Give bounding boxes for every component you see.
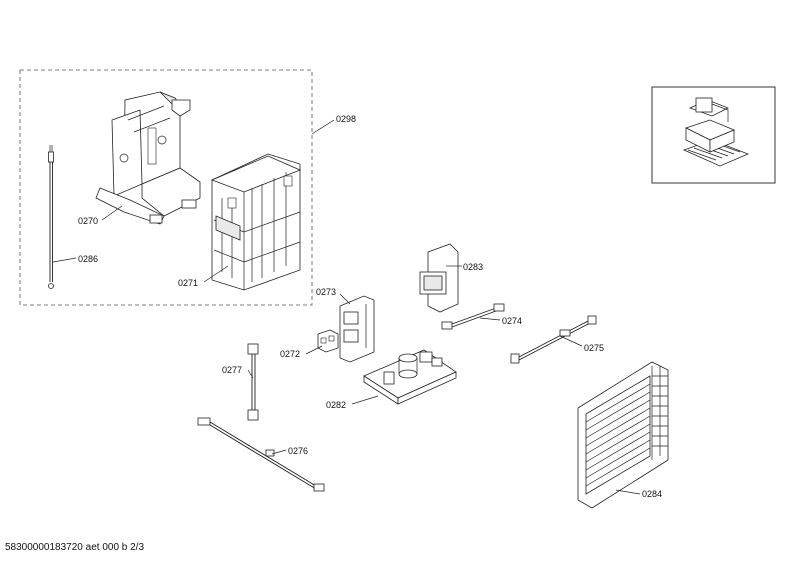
part-0271-frame bbox=[210, 153, 302, 291]
part-0275-cable bbox=[510, 315, 597, 364]
callout-0275: 0275 bbox=[584, 343, 604, 353]
part-0274-cable bbox=[441, 303, 505, 330]
part-0282-power-board bbox=[363, 349, 457, 405]
callout-0284: 0284 bbox=[642, 489, 662, 499]
part-0284-grille-panel bbox=[577, 361, 669, 509]
part-0283-transformer bbox=[419, 243, 459, 313]
leader-lines bbox=[52, 119, 641, 495]
part-0277-cable bbox=[247, 343, 259, 421]
callout-0283: 0283 bbox=[463, 262, 483, 272]
part-0276-cable bbox=[197, 417, 325, 492]
callout-0286: 0286 bbox=[78, 254, 98, 264]
overview-thumbnail bbox=[651, 86, 776, 184]
callout-0298: 0298 bbox=[336, 114, 356, 124]
callout-0277: 0277 bbox=[222, 365, 242, 375]
document-footer: 58300000183720 aet 000 b 2/3 bbox=[5, 542, 145, 553]
part-0273-relay-board bbox=[339, 295, 375, 363]
callout-0273: 0273 bbox=[316, 287, 336, 297]
part-0286-sensor-wire bbox=[48, 145, 54, 289]
callout-0274: 0274 bbox=[502, 316, 522, 326]
callout-0271: 0271 bbox=[178, 278, 198, 288]
callout-0272: 0272 bbox=[280, 349, 300, 359]
callout-0282: 0282 bbox=[326, 400, 346, 410]
assembly-group-0298-boundary bbox=[19, 69, 313, 306]
callout-0276: 0276 bbox=[288, 446, 308, 456]
callout-0270: 0270 bbox=[78, 216, 98, 226]
part-0272-connector bbox=[317, 329, 339, 353]
part-0270-bracket bbox=[95, 91, 201, 225]
